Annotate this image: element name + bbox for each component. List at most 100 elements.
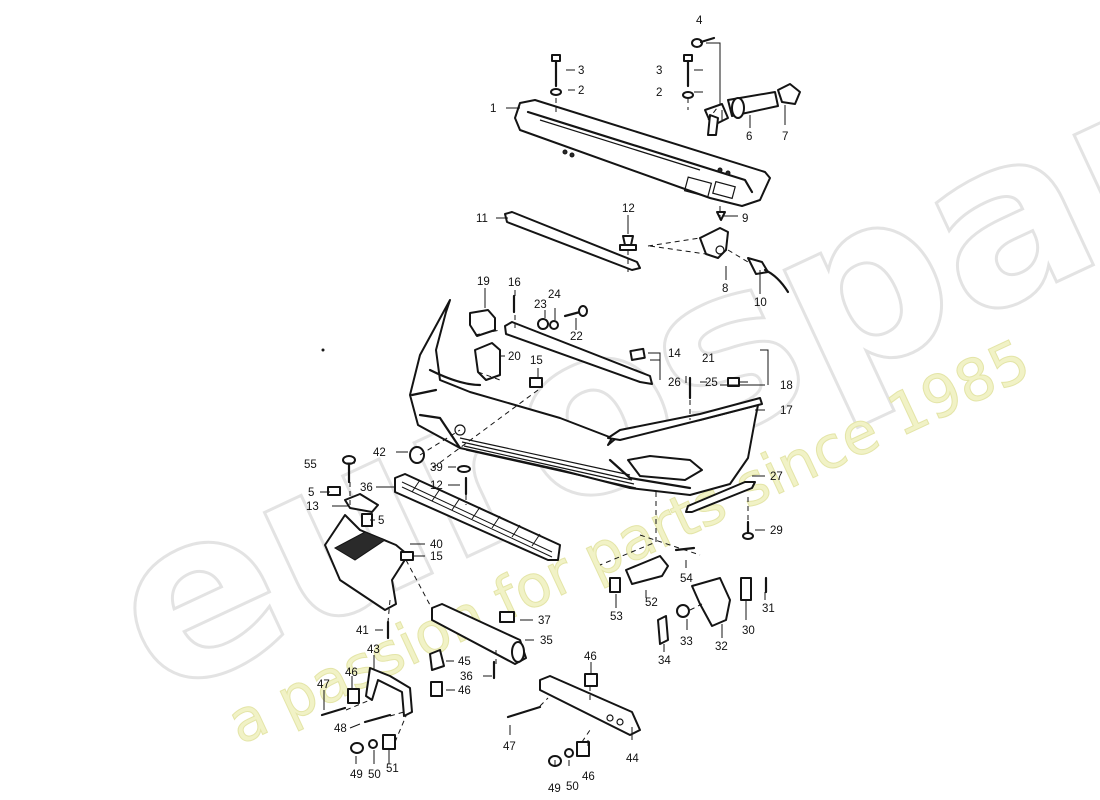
screw-29 — [742, 520, 754, 540]
callout-40: 40 — [430, 539, 443, 551]
callout-13: 13 — [306, 501, 319, 513]
watermark: eurospares a passion for parts since 198… — [69, 0, 1100, 758]
callout-37: 37 — [538, 615, 551, 627]
clip-5-upper — [327, 486, 341, 496]
callout-23: 23 — [534, 299, 547, 311]
plate-44 — [539, 675, 641, 736]
callout-15a: 15 — [530, 355, 543, 367]
bolt-49-left — [350, 742, 364, 754]
callout-7: 7 — [782, 131, 788, 143]
callout-31: 31 — [762, 603, 775, 615]
grille-38 — [394, 473, 561, 561]
callout-54: 53 — [610, 611, 623, 623]
callout-35: 35 — [540, 635, 553, 647]
callout-4: 4 — [696, 15, 703, 27]
callout-33: 33 — [680, 636, 693, 648]
bushing-51 — [382, 734, 396, 750]
block-45 — [429, 649, 445, 671]
washer-50-left — [368, 739, 378, 749]
foam-block-19 — [469, 309, 496, 337]
inner-strip-21 — [504, 321, 653, 385]
callout-19: 19 — [477, 276, 490, 288]
callout-11: 11 — [476, 213, 488, 225]
callout-27: 26 — [668, 377, 681, 389]
lip-spoiler-26 — [685, 481, 756, 513]
callout-5b: 5 — [378, 515, 384, 527]
callout-55: 55 — [304, 459, 317, 471]
callout-46c: 46 — [584, 651, 597, 663]
bolt-right — [682, 54, 694, 99]
clip-15-upper — [529, 377, 543, 388]
side-strip-18 — [607, 397, 763, 441]
bumper-cover-17 — [409, 299, 759, 496]
callout-46d: 46 — [582, 771, 595, 783]
nut-33 — [676, 604, 690, 618]
callout-21: 21 — [702, 353, 715, 365]
callout-43: 43 — [367, 644, 380, 656]
washer-24 — [549, 320, 559, 330]
callout-36: 36 — [460, 671, 473, 683]
bracket-13 — [344, 493, 379, 513]
callout-52: 52 — [645, 597, 658, 609]
callout-48: 48 — [334, 723, 347, 735]
callout-26: 27 — [770, 471, 783, 483]
callout-20: 20 — [508, 351, 521, 363]
pad-34 — [657, 615, 669, 645]
trim-strip-11 — [504, 211, 641, 271]
callout-17: 17 — [780, 405, 793, 417]
callout-2b: 2 — [656, 87, 662, 99]
callout-53: 54 — [680, 573, 693, 585]
bushing-46-right — [584, 673, 598, 687]
bolt-47-left — [320, 706, 347, 717]
callout-2: 2 — [578, 85, 584, 97]
cap-7 — [777, 83, 801, 105]
bolt-47-right — [506, 705, 542, 719]
nut-23 — [537, 318, 549, 330]
clip-54 — [609, 577, 621, 593]
callout-29: 29 — [770, 525, 783, 537]
clip-12-upper — [619, 235, 637, 251]
callout-46a: 46 — [345, 667, 358, 679]
callout-15b: 15 — [430, 551, 443, 563]
callout-41: 41 — [356, 625, 369, 637]
callout-14: 14 — [668, 348, 681, 360]
clip-25 — [727, 377, 740, 387]
callout-32: 32 — [715, 641, 728, 653]
stray-dot — [321, 348, 325, 352]
bushing-46-lower — [576, 741, 590, 757]
sensor-10 — [747, 257, 790, 294]
callout-22: 22 — [570, 331, 583, 343]
clip-14 — [629, 347, 646, 361]
callout-49b: 49 — [548, 783, 561, 795]
upper-support-beam — [514, 99, 771, 207]
bolt-22 — [563, 305, 588, 318]
tow-eye — [704, 91, 779, 136]
callout-44: 44 — [626, 753, 639, 765]
callout-34: 34 — [658, 655, 671, 667]
callout-45: 45 — [458, 656, 471, 668]
bushing-46-mid — [430, 681, 443, 697]
bolt-left — [550, 54, 562, 96]
callout-8: 8 — [722, 283, 728, 295]
callout-6: 6 — [746, 131, 752, 143]
fastener-9 — [716, 211, 726, 221]
bushing-46-left — [347, 688, 360, 704]
side-grille-40 — [324, 514, 409, 611]
callout-51: 51 — [386, 763, 399, 775]
lower-strip-35 — [431, 603, 527, 665]
bracket-30 — [740, 577, 752, 601]
callout-25: 25 — [705, 377, 718, 389]
callout-labels: 1 2 3 4 2 3 6 7 9 8 10 11 12 19 16 23 24… — [304, 15, 793, 795]
clip-15-lower — [400, 551, 414, 561]
callout-50b: 50 — [566, 781, 579, 793]
screw-4 — [691, 36, 716, 48]
leader-lines — [320, 42, 786, 766]
screw-53 — [674, 546, 696, 552]
callout-46b: 46 — [458, 685, 471, 697]
callout-39: 39 — [430, 462, 443, 474]
callout-3b: 3 — [656, 65, 662, 77]
bracket-43 — [365, 667, 413, 717]
callout-12: 12 — [622, 203, 635, 215]
plug-42 — [409, 446, 425, 464]
